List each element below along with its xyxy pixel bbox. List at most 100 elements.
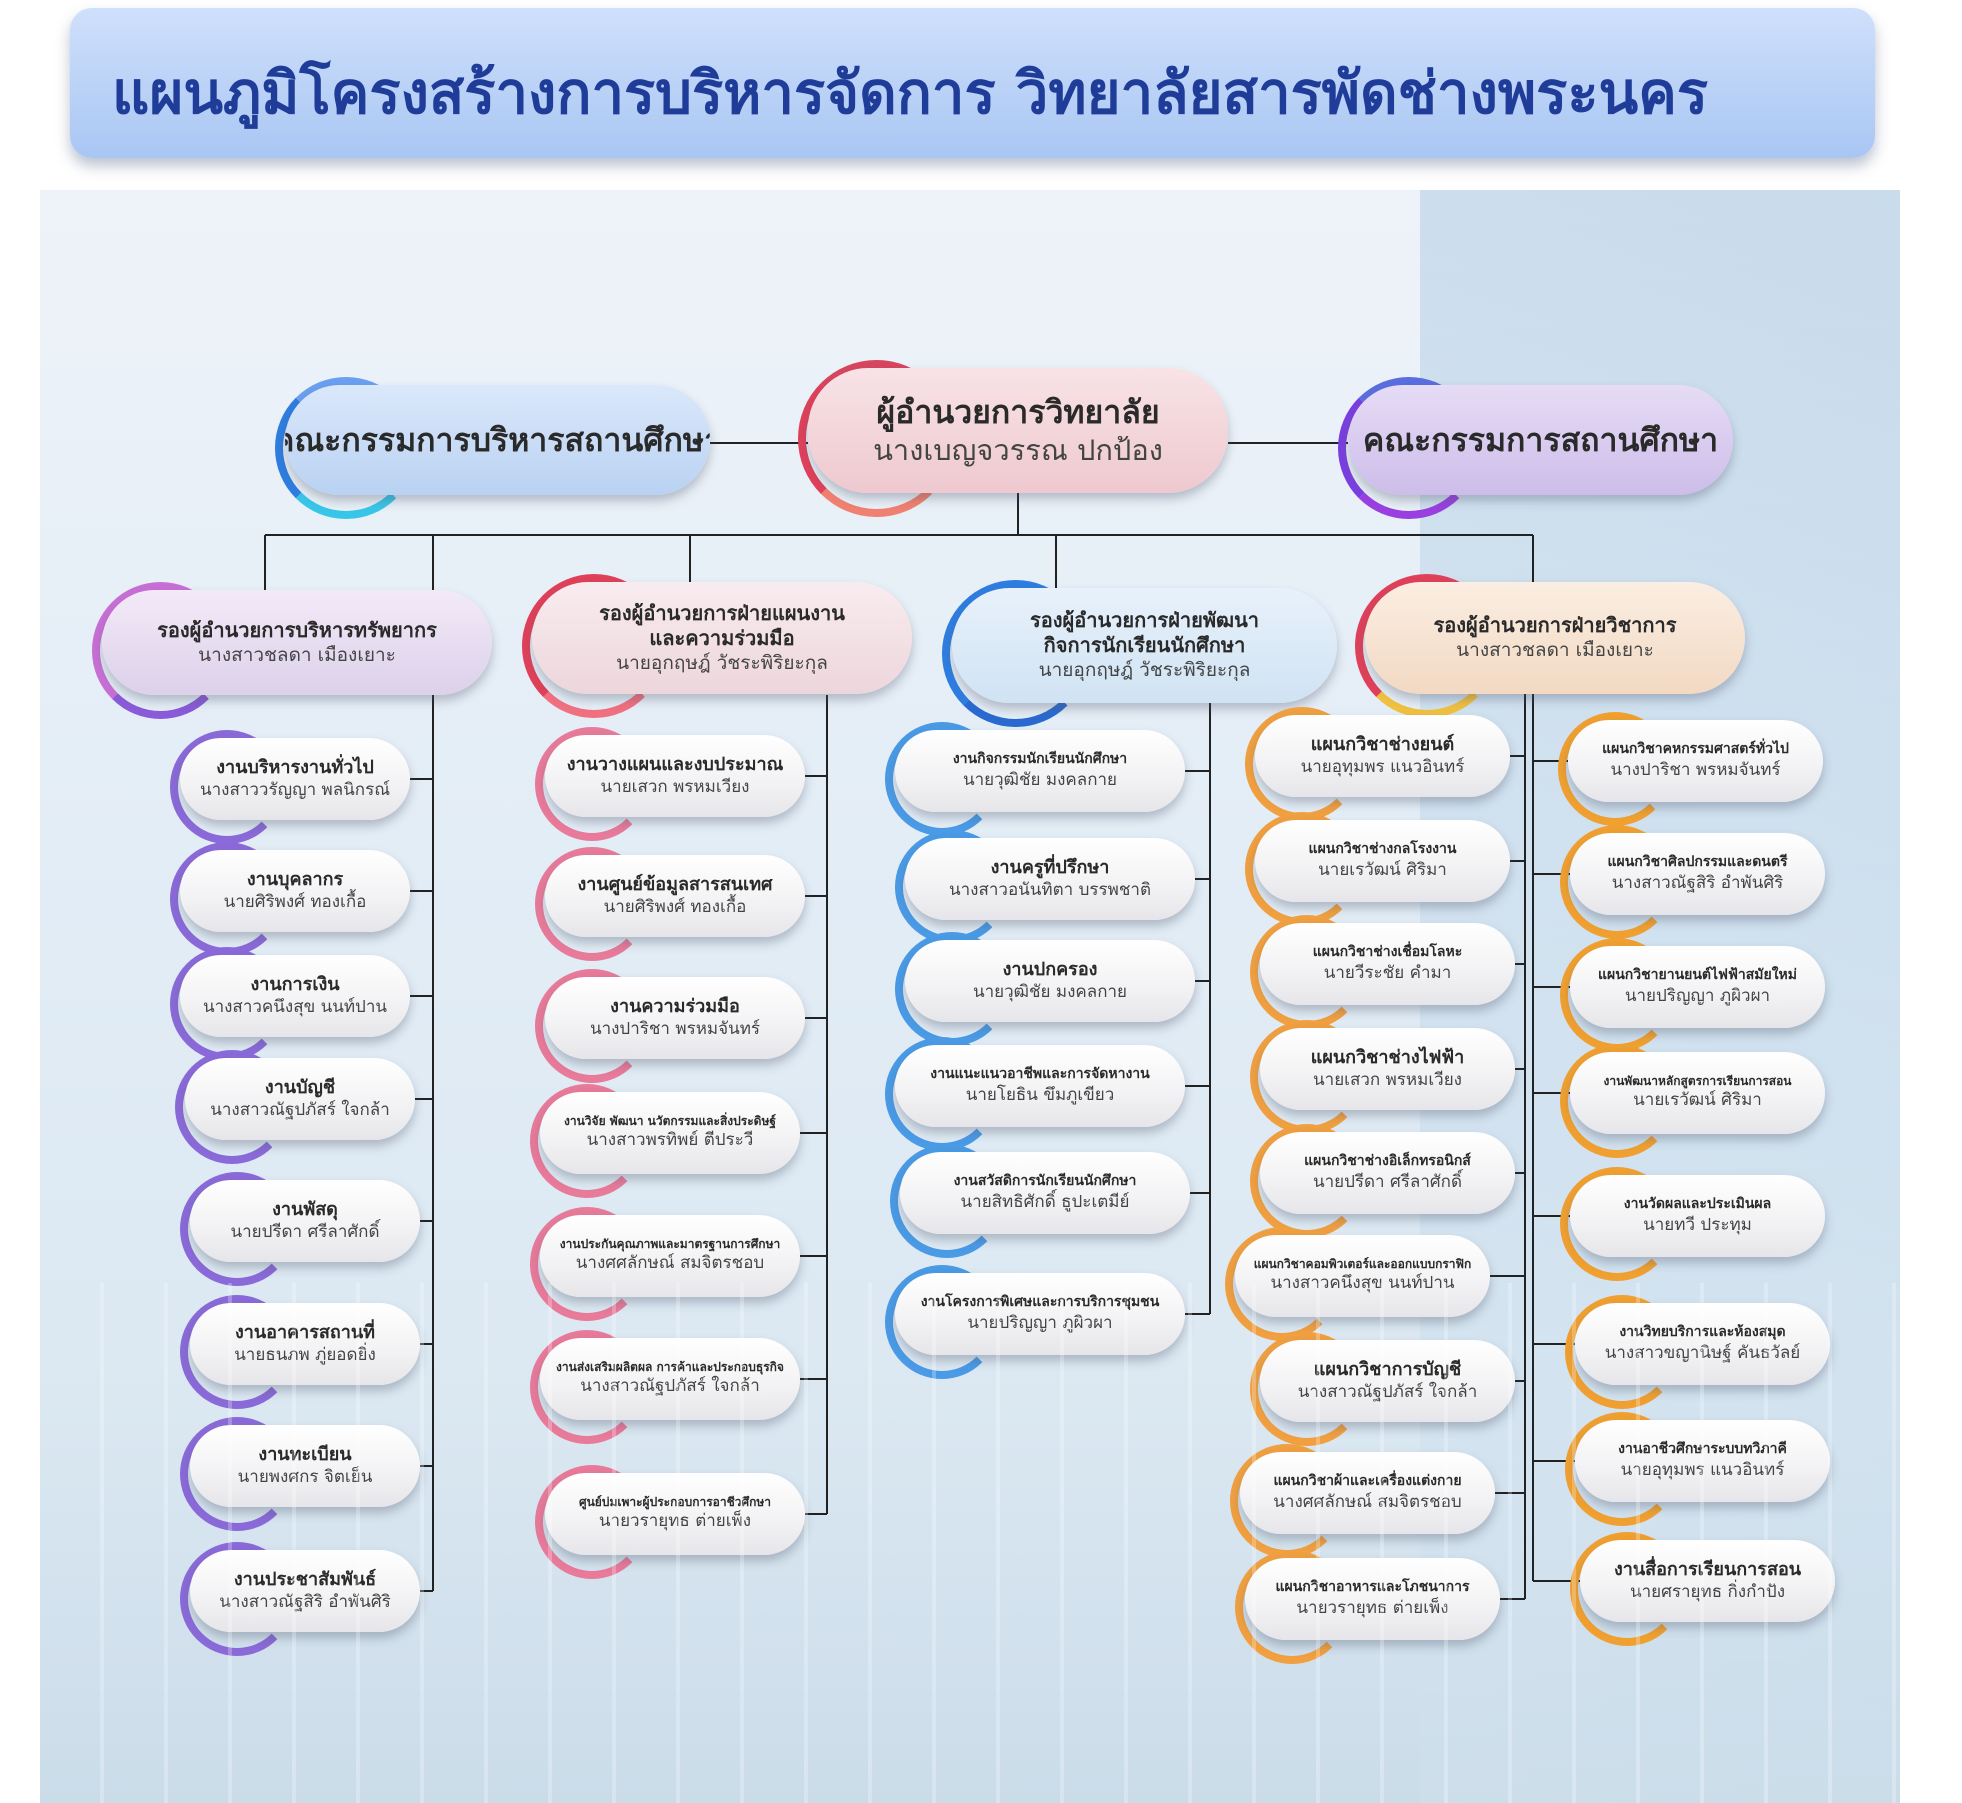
unit-box: งานวิทยบริการและห้องสมุดนางสาวขญานิษฐ์ ค…: [1575, 1303, 1830, 1385]
accent-arc: [890, 1144, 1004, 1258]
box-title: งานวิจัย พัฒนา นวัตกรรมและสิ่งประดิษฐ์: [564, 1114, 776, 1129]
unit-box: แผนกวิชาคอมพิวเตอร์และออกแบบกราฟิกนางสาว…: [1235, 1235, 1490, 1317]
box-title: รองผู้อำนวยการฝ่ายวิชาการ: [1433, 613, 1677, 638]
box-title: งานบริหารงานทั่วไป: [216, 756, 374, 778]
box-title: แผนกวิชาคหกรรมศาสตร์ทั่วไป: [1602, 741, 1789, 758]
accent-arc: [1565, 1412, 1679, 1526]
box-title: แผนกวิชาการบัญชี: [1313, 1358, 1462, 1380]
box-title: งานโครงการพิเศษและการบริการชุมชน: [920, 1294, 1160, 1311]
box-title: งานศูนย์ข้อมูลสารสนเทศ: [577, 873, 773, 895]
director-box: ผู้อำนวยการวิทยาลัยนางเบญจวรรณ ปกป้อง: [808, 368, 1228, 493]
accent-arc: [530, 1084, 644, 1198]
unit-box: งานโครงการพิเศษและการบริการชุมชนนายปริญญ…: [895, 1273, 1185, 1355]
unit-person-name: นายปริญญา ภูผิวผา: [1624, 985, 1771, 1006]
unit-person-name: นายศิริพงศ์ ทองเกื้อ: [603, 897, 747, 918]
deputy-name: นางสาวชลดา เมืองเยาะ: [1456, 639, 1654, 662]
unit-person-name: นางสาวพรทิพย์ ตีประวี: [586, 1130, 754, 1151]
unit-person-name: นางสาวณัฐปภัสร์ ใจกล้า: [580, 1376, 760, 1397]
unit-person-name: นางสาวอนันทิตา บรรพชาติ: [949, 880, 1151, 901]
box-title: งานส่งเสริมผลิตผล การค้าและประกอบธุรกิจ: [556, 1360, 784, 1375]
unit-person-name: นายพงศกร จิตเย็น: [237, 1467, 373, 1488]
unit-person-name: นางปาริชา พรหมจันทร์: [589, 1019, 761, 1040]
accent-arc: [1235, 1550, 1349, 1664]
accent-arc: [530, 1330, 644, 1444]
unit-person-name: นายวุฒิชัย มงคลกาย: [962, 769, 1118, 790]
accent-arc: [885, 1265, 999, 1379]
unit-box: งานประกันคุณภาพและมาตรฐานการศึกษานางศศลั…: [540, 1215, 800, 1297]
page-title: แผนภูมิโครงสร้างการบริหารจัดการ วิทยาลัย…: [112, 59, 1709, 127]
box-title: แผนกวิชาผ้าและเครื่องแต่งกาย: [1273, 1473, 1462, 1490]
unit-box: งานพัสดุนายปรีดา ศรีลาศักดิ์: [190, 1180, 420, 1262]
unit-box: แผนกวิชาคหกรรมศาสตร์ทั่วไปนางปาริชา พรหม…: [1568, 720, 1823, 802]
unit-person-name: นายวีระชัย คำมา: [1323, 962, 1452, 983]
unit-person-name: นางศศลักษณ์ สมจิตรชอบ: [1273, 1491, 1462, 1512]
board-college-box: คณะกรรมการสถานศึกษา: [1348, 385, 1733, 495]
box-title: ศูนย์บ่มเพาะผู้ประกอบการอาชีวศึกษา: [578, 1495, 771, 1510]
unit-box: งานปกครองนายวุฒิชัย มงคลกาย: [905, 940, 1195, 1022]
unit-box: งานแนะแนวอาชีพและการจัดหางานนายโยธิน ขึม…: [895, 1045, 1185, 1127]
unit-person-name: นางสาวณัฐสิริ อำพันศิริ: [1611, 872, 1784, 893]
box-title: ผู้อำนวยการวิทยาลัย: [876, 392, 1160, 431]
box-title: แผนกวิชาศิลปกรรมและดนตรี: [1607, 854, 1788, 871]
unit-box: งานสื่อการเรียนการสอนนายศรายุทธ กิ่งกำปั…: [1580, 1540, 1835, 1622]
unit-person-name: นางศศลักษณ์ สมจิตรชอบ: [575, 1253, 765, 1274]
unit-person-name: นายเรวัฒน์ ศิริมา: [1318, 859, 1447, 880]
unit-box: งานวัดผลและประเมินผลนายทวี ประทุม: [1570, 1175, 1825, 1257]
box-title: แผนกวิชาอาหารและโภชนาการ: [1275, 1579, 1470, 1596]
unit-person-name: นายเรวัฒน์ ศิริมา: [1633, 1090, 1762, 1111]
accent-arc: [180, 1542, 294, 1656]
box-title-line: รองผู้อำนวยการฝ่ายพัฒนา: [1029, 608, 1259, 633]
accent-arc: [180, 1417, 294, 1531]
unit-box: งานสวัสดิการนักเรียนนักศึกษานายสิทธิศักด…: [900, 1152, 1190, 1234]
accent-arc: [1558, 712, 1672, 826]
accent-arc: [1565, 1295, 1679, 1409]
unit-box: แผนกวิชาช่างกลโรงงานนายเรวัฒน์ ศิริมา: [1255, 820, 1510, 902]
unit-box: งานครูที่ปรึกษานางสาวอนันทิตา บรรพชาติ: [905, 838, 1195, 920]
director-name: นางเบญจวรรณ ปกป้อง: [873, 432, 1163, 467]
unit-box: งานทะเบียนนายพงศกร จิตเย็น: [190, 1425, 420, 1507]
unit-person-name: นายศรายุทธ กิ่งกำปัง: [1629, 1582, 1786, 1603]
unit-box: แผนกวิชาช่างอิเล็กทรอนิกส์นายปรีดา ศรีลา…: [1260, 1132, 1515, 1214]
unit-person-name: นางสาวณัฐสิริ อำพันศิริ: [219, 1592, 391, 1613]
unit-person-name: นายปรีดา ศรีลาศักดิ์: [230, 1222, 380, 1243]
unit-person-name: นางสาวณัฐปภัสร์ ใจกล้า: [1297, 1382, 1478, 1403]
unit-box: งานศูนย์ข้อมูลสารสนเทศนายศิริพงศ์ ทองเกื…: [545, 855, 805, 937]
box-title: งานกิจกรรมนักเรียนนักศึกษา: [952, 751, 1128, 768]
title-banner: แผนภูมิโครงสร้างการบริหารจัดการ วิทยาลัย…: [70, 8, 1875, 158]
box-title: แผนกวิชาช่างอิเล็กทรอนิกส์: [1304, 1153, 1471, 1170]
org-chart: คณะกรรมการบริหารสถานศึกษาผู้อำนวยการวิทย…: [40, 190, 1900, 1803]
unit-box: งานส่งเสริมผลิตผล การค้าและประกอบธุรกิจน…: [540, 1338, 800, 1420]
box-title: งานประชาสัมพันธ์: [233, 1568, 377, 1590]
unit-person-name: นางสาวคนึงสุข นนท์ปาน: [1270, 1273, 1455, 1294]
box-title: งานการเงิน: [250, 973, 340, 995]
box-title: งานวางแผนและงบประมาณ: [566, 753, 784, 775]
unit-person-name: นายสิทธิศักดิ์ ธูปะเตมีย์: [960, 1191, 1130, 1212]
unit-person-name: นางสาวณัฐปภัสร์ ใจกล้า: [210, 1100, 390, 1121]
box-title: คณะกรรมการสถานศึกษา: [1362, 421, 1719, 459]
unit-box: แผนกวิชายานยนต์ไฟฟ้าสมัยใหม่นายปริญญา ภู…: [1570, 946, 1825, 1028]
box-title: แผนกวิชาช่างไฟฟ้า: [1310, 1046, 1465, 1068]
deputy-box-3: รองผู้อำนวยการฝ่ายพัฒนากิจการนักเรียนนัก…: [952, 588, 1337, 703]
box-title: งานสวัสดิการนักเรียนนักศึกษา: [953, 1173, 1137, 1190]
accent-arc: [1560, 825, 1674, 939]
unit-box: แผนกวิชาช่างยนต์นายอุทุมพร แนวอินทร์: [1255, 715, 1510, 797]
unit-box: แผนกวิชาช่างเชื่อมโลหะนายวีระชัย คำมา: [1260, 923, 1515, 1005]
box-title: แผนกวิชาช่างกลโรงงาน: [1308, 841, 1457, 858]
box-title: แผนกวิชาคอมพิวเตอร์และออกแบบกราฟิก: [1253, 1257, 1472, 1272]
unit-box: แผนกวิชาผ้าและเครื่องแต่งกายนางศศลักษณ์ …: [1240, 1452, 1495, 1534]
unit-box: งานบัญชีนางสาวณัฐปภัสร์ ใจกล้า: [185, 1058, 415, 1140]
box-title: งานทะเบียน: [258, 1443, 352, 1465]
unit-person-name: นายวรายุทธ ต่ายเพ็ง: [598, 1511, 752, 1532]
box-title: งานปกครอง: [1002, 958, 1098, 980]
unit-box: งานพัฒนาหลักสูตรการเรียนการสอนนายเรวัฒน์…: [1570, 1052, 1825, 1134]
box-title: งานพัฒนาหลักสูตรการเรียนการสอน: [1603, 1074, 1792, 1089]
box-title-line: รองผู้อำนวยการฝ่ายแผนงาน: [599, 600, 845, 625]
box-title: แผนกวิชาช่างยนต์: [1310, 733, 1455, 755]
unit-person-name: นายปรีดา ศรีลาศักดิ์: [1312, 1171, 1463, 1192]
box-title: แผนกวิชายานยนต์ไฟฟ้าสมัยใหม่: [1598, 967, 1797, 984]
unit-box: งานอาชีวศึกษาระบบทวิภาคีนายอุทุมพร แนวอิ…: [1575, 1420, 1830, 1502]
unit-person-name: นายเสวก พรหมเวียง: [1313, 1070, 1462, 1091]
box-title: งานประกันคุณภาพและมาตรฐานการศึกษา: [559, 1237, 781, 1252]
box-title: งานบัญชี: [264, 1076, 336, 1098]
box-title: งานบุคลากร: [246, 868, 344, 890]
